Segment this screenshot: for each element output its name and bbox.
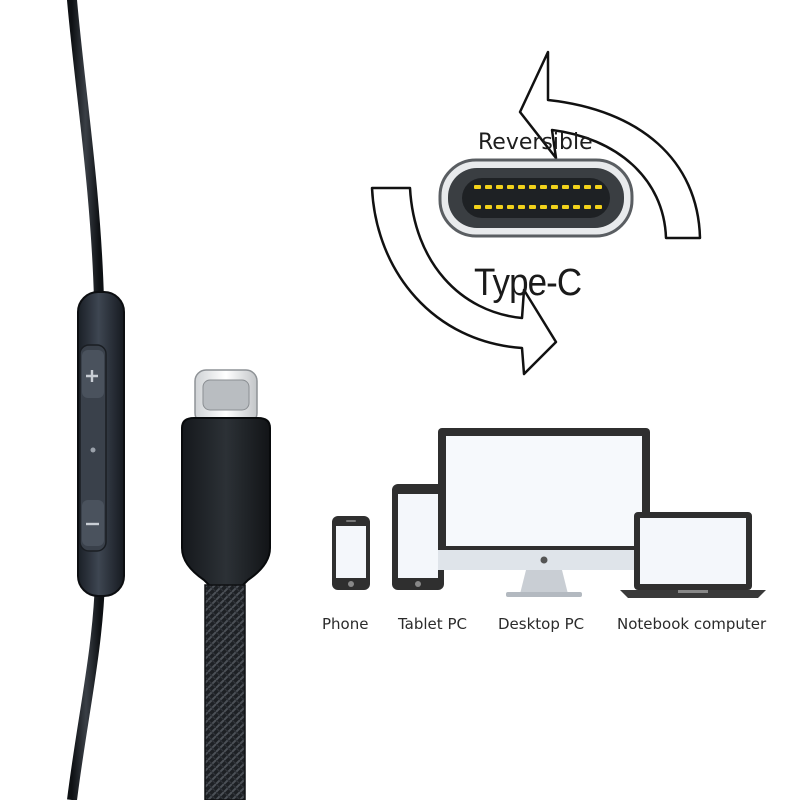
connector-pin bbox=[573, 205, 580, 209]
upper-cable bbox=[67, 0, 104, 305]
connector-pin bbox=[562, 205, 569, 209]
connector-pin bbox=[551, 185, 558, 189]
connector-pin bbox=[485, 205, 492, 209]
connector-pin bbox=[507, 185, 514, 189]
desktop-icon bbox=[438, 428, 650, 597]
connector-pin bbox=[562, 185, 569, 189]
type-c-port-icon bbox=[438, 158, 634, 238]
pin-row-bottom bbox=[474, 205, 602, 209]
connector-pin bbox=[584, 185, 591, 189]
device-label-notebook: Notebook computer bbox=[617, 615, 767, 633]
lower-cable bbox=[67, 579, 105, 800]
minus-icon[interactable] bbox=[82, 500, 104, 546]
plus-icon[interactable] bbox=[82, 350, 104, 398]
connector-pin bbox=[595, 185, 602, 189]
connector-pin bbox=[529, 205, 536, 209]
connector-pin bbox=[540, 185, 547, 189]
phone-icon bbox=[332, 516, 370, 590]
plug-housing bbox=[181, 417, 271, 589]
connector-pin bbox=[507, 205, 514, 209]
connector-pin bbox=[518, 205, 525, 209]
connector-pin bbox=[485, 185, 492, 189]
earphone-remote bbox=[67, 0, 125, 800]
pin-row-top bbox=[474, 185, 602, 189]
device-label-phone: Phone bbox=[322, 615, 369, 633]
connector-pin bbox=[518, 185, 525, 189]
tablet-icon bbox=[392, 484, 444, 590]
connector-pin bbox=[573, 185, 580, 189]
device-label-desktop: Desktop PC bbox=[498, 615, 585, 633]
connector-pin bbox=[529, 185, 536, 189]
dot-icon[interactable] bbox=[90, 447, 96, 453]
reversible-label: Reversible bbox=[478, 130, 593, 155]
type-c-label: Type-C bbox=[474, 262, 582, 304]
connector-pin bbox=[540, 205, 547, 209]
connector-pin bbox=[584, 205, 591, 209]
connector-pin bbox=[496, 185, 503, 189]
device-label-tablet: Tablet PC bbox=[398, 615, 467, 633]
connector-pin bbox=[474, 185, 481, 189]
braided-cable bbox=[205, 585, 245, 800]
top-curved-arrow-icon bbox=[518, 50, 702, 240]
connector-pin bbox=[595, 205, 602, 209]
connector-pin bbox=[551, 205, 558, 209]
connector-pin bbox=[474, 205, 481, 209]
type-c-plug bbox=[181, 369, 271, 800]
laptop-icon bbox=[620, 512, 766, 598]
bottom-curved-arrow-icon bbox=[370, 186, 558, 376]
connector-pin bbox=[496, 205, 503, 209]
